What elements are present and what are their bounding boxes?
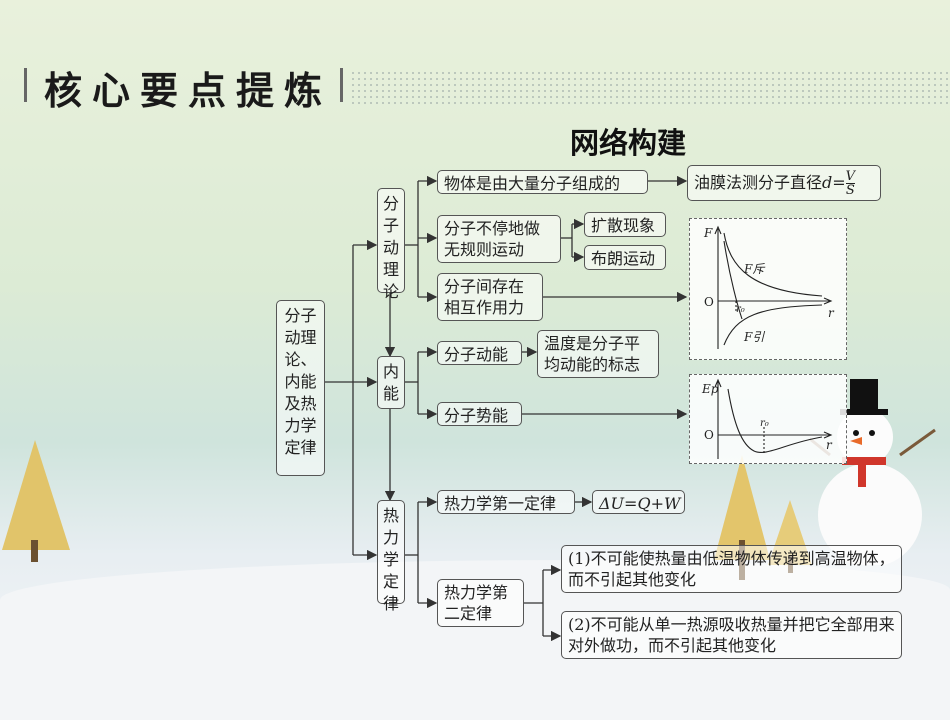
snowman-decoration: [810, 379, 936, 565]
force-x-axis-label: r: [828, 306, 835, 320]
branch-internal-energy: 内能: [377, 356, 405, 409]
oil-formula-eq: =: [832, 173, 846, 192]
node-potential-energy: 分子势能: [437, 402, 522, 426]
potential-y-axis-label: Ep: [701, 382, 719, 396]
branch-molecular-theory: 分子动理论: [377, 188, 405, 301]
branch-molecular-label: 分子动理论: [382, 194, 399, 301]
title-right-bar: [340, 68, 343, 102]
node-composed-of-molecules: 物体是由大量分子组成的: [437, 170, 648, 194]
branch-internal-label: 内能: [382, 362, 399, 403]
tree-left-decoration: [2, 440, 70, 562]
node-first-law: 热力学第一定律: [437, 490, 575, 514]
section-title: 网络构建: [570, 126, 687, 160]
root-node: 分子动理论、内能及热力学定律: [276, 300, 325, 476]
oil-formula-numerator: V: [845, 169, 856, 184]
potential-x-axis-label: r: [826, 438, 833, 452]
force-graph-panel: F r O r₀ F斥 F引: [689, 218, 847, 360]
force-origin-label: O: [704, 295, 714, 309]
node-second-law: 热力学第二定律: [437, 579, 524, 627]
potential-graph-panel: Ep r O r₀: [689, 374, 847, 464]
node-kinetic-energy: 分子动能: [437, 341, 522, 365]
node-random-motion: 分子不停地做无规则运动: [437, 215, 561, 263]
root-label: 分子动理论、内能及热力学定律: [284, 306, 317, 457]
oil-formula-denominator: S: [845, 183, 855, 198]
force-y-axis-label: F: [703, 226, 713, 240]
force-attraction-label: F引: [743, 330, 765, 344]
potential-r0-label: r₀: [760, 418, 769, 429]
node-brownian-motion: 布朗运动: [584, 245, 666, 270]
branch-thermo-laws: 热力学定律: [377, 500, 405, 613]
node-first-law-equation: ΔU=Q+W: [592, 490, 685, 514]
force-graph: F r O r₀ F斥 F引: [703, 225, 835, 349]
page-title: 核心要点提炼: [44, 68, 333, 113]
force-r0-label: r₀: [736, 304, 745, 315]
force-repulsion-label: F斥: [743, 262, 765, 276]
potential-energy-graph: Ep r O r₀: [701, 378, 833, 459]
node-diffusion: 扩散现象: [584, 212, 666, 237]
oil-formula-d: d: [822, 173, 833, 192]
node-intermolecular-force: 分子间存在相互作用力: [437, 273, 543, 321]
node-temperature-indicator: 温度是分子平均动能的标志: [537, 330, 659, 378]
potential-origin-label: O: [704, 428, 714, 442]
branch-thermo-label: 热力学定律: [382, 506, 399, 613]
oil-film-label: 油膜法测分子直径: [694, 173, 823, 192]
title-left-bar: [24, 68, 27, 102]
dotted-band-decoration: [350, 70, 950, 104]
node-second-law-statement-2: (2)不可能从单一热源吸收热量并把它全部用来对外做功，而不引起其他变化: [561, 611, 902, 659]
node-second-law-statement-1: (1)不可能使热量由低温物体传递到高温物体，而不引起其他变化: [561, 545, 902, 593]
